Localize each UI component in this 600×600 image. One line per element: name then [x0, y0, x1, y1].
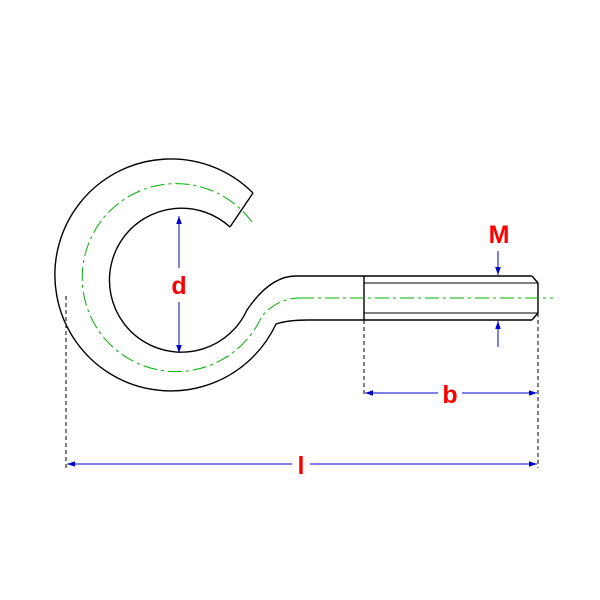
hook-outline: [54, 158, 362, 392]
label-l: l: [298, 452, 305, 480]
hook-inner-contour: [108, 207, 362, 353]
dim-d-gap: [169, 268, 189, 302]
dim-l-gap: [292, 450, 310, 480]
hook-centerline: [81, 183, 301, 373]
extension-lines: [65, 296, 539, 468]
hook-tip-edge: [229, 192, 254, 228]
thread-end-chamfer-bottom: [531, 312, 539, 321]
hook-outer-contour: [54, 158, 362, 392]
dim-b-gap: [438, 379, 462, 409]
label-d: d: [171, 272, 186, 300]
label-b: b: [442, 381, 457, 409]
thread-end-chamfer-top: [531, 275, 539, 284]
label-m: M: [489, 221, 510, 249]
centerlines: [81, 183, 553, 373]
dimension-lines: [67, 216, 537, 467]
